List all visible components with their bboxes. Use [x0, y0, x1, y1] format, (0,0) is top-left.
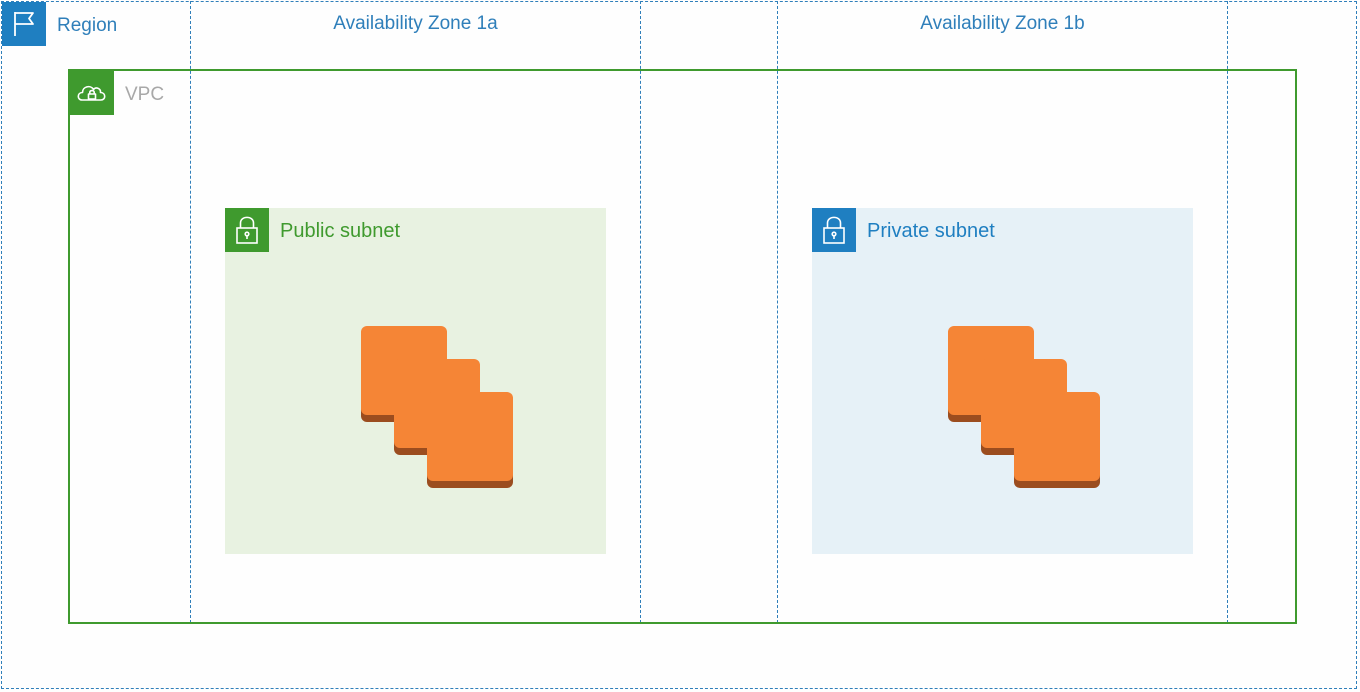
vpc-group: VPC — [68, 69, 1297, 624]
padlock-icon — [225, 208, 269, 252]
vpc-label: VPC — [125, 84, 165, 105]
availability-zone-label: Availability Zone 1b — [920, 13, 1085, 34]
availability-zone-label: Availability Zone 1a — [333, 13, 498, 34]
ec2-instances-icon — [948, 326, 1104, 488]
public-subnet-group: Public subnet — [225, 208, 606, 554]
region-label: Region — [57, 15, 118, 36]
ec2-instances-icon — [361, 326, 517, 488]
subnet-label: Private subnet — [867, 220, 995, 242]
availability-zone-1a: Availability Zone 1a — [190, 1, 641, 623]
region-flag-icon — [2, 2, 46, 46]
availability-zone-1b: Availability Zone 1b — [777, 1, 1228, 623]
subnet-label: Public subnet — [280, 220, 401, 242]
padlock-icon — [812, 208, 856, 252]
vpc-cloud-lock-icon — [70, 71, 114, 115]
private-subnet-group: Private subnet — [812, 208, 1193, 554]
